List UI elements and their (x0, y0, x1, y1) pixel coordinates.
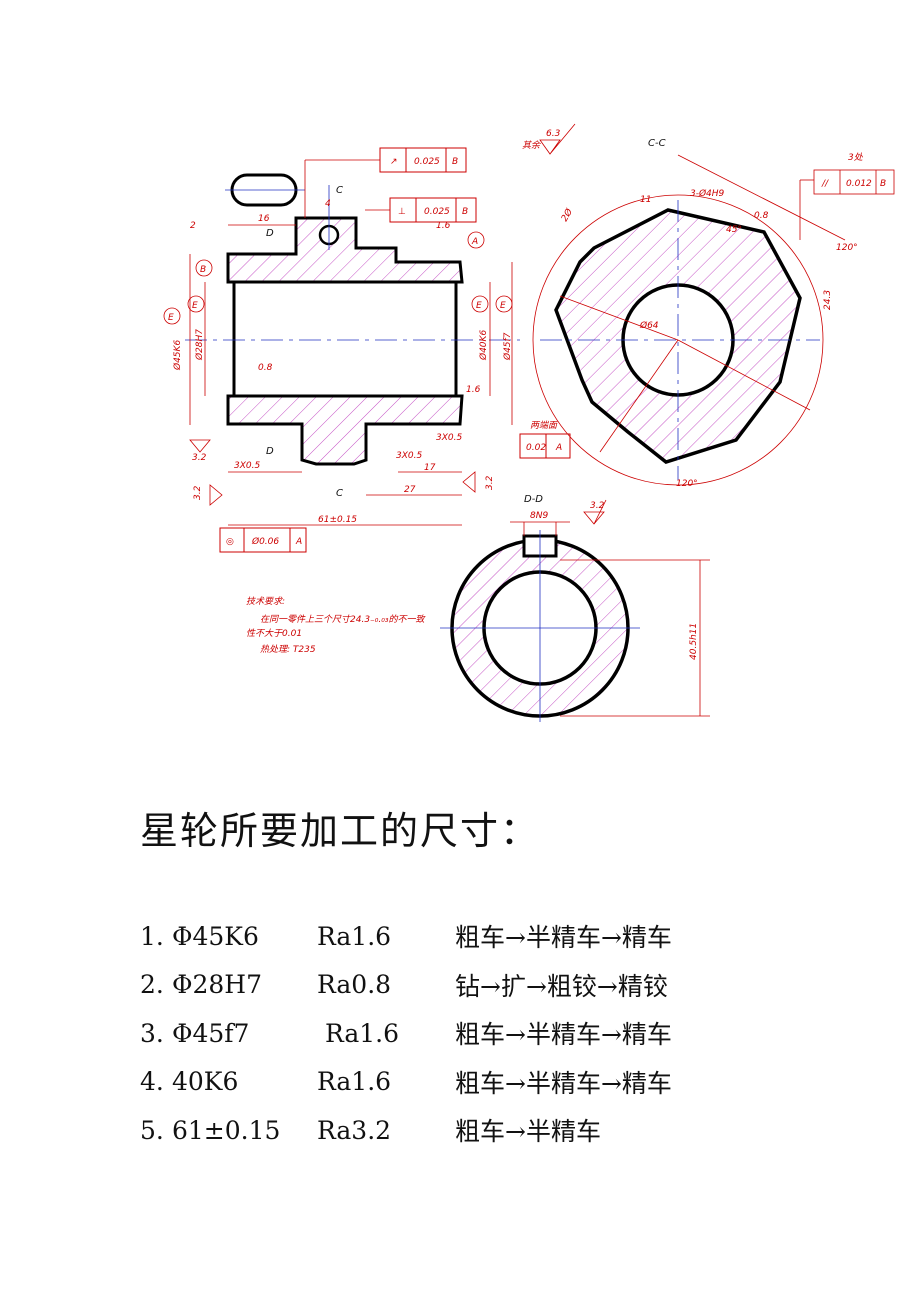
tf-3-value: 0.012 (846, 179, 872, 189)
tech-req-title: 技术要求: (246, 596, 285, 607)
section-c-c-label: C-C (648, 138, 666, 149)
section-d-d: D-D 8N9 40.5h11 3.2 (440, 494, 710, 722)
page-heading: 星轮所要加工的尺寸： (140, 809, 541, 853)
spec-process: 粗车→半精车→精车 (455, 1020, 672, 1050)
tf-1-datum: B (452, 157, 458, 167)
tf-2-datum: B (462, 207, 468, 217)
spec-num: 2. (140, 970, 164, 1000)
rough-rest-label: 其余 (522, 140, 541, 151)
spec-roughness: Ra3.2 (317, 1115, 392, 1145)
technical-requirements: 技术要求: 在同一零件上三个尺寸24.3₋₀.₀₃的不一致 性不大于0.01 热… (246, 596, 426, 655)
dim-d64: Ø64 (639, 320, 659, 331)
datum-e-1: E (168, 313, 174, 323)
spec-row: 1. Φ45K6 Ra1.6 粗车→半精车→精车 (140, 912, 672, 961)
spec-dimension: Φ28H7 (172, 970, 263, 1000)
dim-2d: 2Ø (559, 206, 575, 223)
spec-roughness: Ra0.8 (317, 970, 392, 1000)
spec-dimension: Φ45f7 (172, 1018, 250, 1048)
dim-4: 4 (325, 199, 331, 209)
dim-120-b: 120° (676, 479, 698, 489)
tf-3-datum: B (880, 179, 886, 189)
spec-process: 粗车→半精车→精车 (455, 923, 672, 953)
tech-req-line-1: 在同一零件上三个尺寸24.3₋₀.₀₃的不一致 (260, 614, 426, 625)
spec-process: 钻→扩→粗铰→精铰 (455, 971, 668, 1001)
dim-d45k6: Ø45K6 (172, 340, 183, 371)
spec-num: 4. (140, 1067, 164, 1097)
dim-0-8-c: 0.8 (754, 211, 769, 221)
spec-num: 1. (140, 921, 164, 951)
dim-24-3: 24.3 (823, 290, 833, 310)
cut-mark-c-bottom: C (336, 488, 343, 499)
datum-b: B (200, 265, 206, 275)
dim-3x05-c: 3X0.5 (234, 461, 260, 471)
end-face-label: 两端面 (530, 420, 559, 431)
dim-17: 17 (424, 463, 436, 473)
dim-16: 16 (258, 214, 270, 224)
spec-dimension: 61±0.15 (172, 1115, 281, 1145)
tf-2-symbol: ⊥ (398, 207, 406, 217)
dim-40-5h11: 40.5h11 (689, 623, 699, 660)
dim-120-a: 120° (836, 243, 858, 253)
tf-5-value: Ø0.06 (251, 536, 279, 547)
three-places: 3处 (848, 152, 864, 163)
spec-row: 4. 40K6 Ra1.6 粗车→半精车→精车 (140, 1058, 672, 1107)
spec-row: 3. Φ45f7 Ra1.6 粗车→半精车→精车 (140, 1009, 672, 1058)
rough-3-2-d: 3.2 (590, 501, 605, 511)
datum-e-3: E (476, 301, 482, 311)
tf-4-value: 0.02 (526, 443, 546, 453)
spec-roughness: Ra1.6 (317, 921, 392, 951)
dim-61: 61±0.15 (318, 515, 357, 525)
spec-dimension: Φ45K6 (172, 921, 259, 951)
dim-11: 11 (640, 195, 651, 205)
dim-1-6-right: 1.6 (466, 385, 481, 395)
tf-1-value: 0.025 (414, 157, 440, 167)
spec-list: 1. Φ45K6 Ra1.6 粗车→半精车→精车 2. Φ28H7 Ra0.8 … (140, 912, 672, 1155)
tf-2-value: 0.025 (424, 207, 450, 217)
datum-e-4: E (500, 301, 506, 311)
dim-3x05-a: 3X0.5 (436, 433, 462, 443)
engineering-drawing: ↗ 0.025 B ⊥ 0.025 B 0.02 A ◎ Ø0.06 A 16 … (163, 123, 895, 722)
spec-row: 5. 61±0.15 Ra3.2 粗车→半精车 (140, 1106, 672, 1155)
dim-8n9: 8N9 (530, 511, 548, 521)
dim-27: 27 (404, 485, 416, 495)
tf-1-symbol: ↗ (390, 157, 398, 167)
dim-d40k6: Ø40K6 (478, 330, 489, 361)
dim-1-6-top: 1.6 (436, 221, 451, 231)
spec-row: 2. Φ28H7 Ra0.8 钻→扩→粗铰→精铰 (140, 961, 672, 1010)
rough-3-2-b: 3.2 (193, 485, 203, 500)
tech-req-line-3: 热处理: T235 (260, 644, 316, 655)
spec-process: 粗车→半精车→精车 (455, 1068, 672, 1098)
tf-4-datum: A (555, 443, 562, 453)
cut-mark-d-bottom: D (266, 446, 274, 457)
dim-3x05-b: 3X0.5 (396, 451, 422, 461)
spec-roughness: Ra1.6 (317, 1018, 400, 1048)
spec-process: 粗车→半精车 (455, 1117, 601, 1147)
rough-6-3: 6.3 (546, 129, 561, 139)
dim-45deg: 45° (726, 225, 742, 235)
cut-mark-c-top: C (336, 185, 343, 196)
cut-mark-d-top: D (266, 228, 274, 239)
dim-d28h7: Ø28H7 (194, 329, 205, 361)
dim-2: 2 (190, 221, 196, 231)
tf-3-symbol: // (821, 179, 829, 189)
longitudinal-section: ↗ 0.025 B ⊥ 0.025 B 0.02 A ◎ Ø0.06 A 16 … (163, 147, 571, 553)
datum-a: A (471, 237, 478, 247)
spec-dimension: 40K6 (172, 1067, 239, 1097)
section-d-d-label: D-D (524, 494, 543, 505)
tech-req-line-2: 性不大于0.01 (246, 628, 302, 639)
rough-3-2-c: 3.2 (485, 475, 495, 490)
spec-roughness: Ra1.6 (317, 1067, 392, 1097)
spec-num: 3. (140, 1018, 164, 1048)
dim-0-8: 0.8 (258, 363, 273, 373)
dim-3-d4h9: 3-Ø4H9 (690, 188, 725, 199)
section-c-c: C-C // 0.012 B 3处 11 3-Ø4H9 45° 0.8 2Ø Ø… (522, 123, 895, 489)
dim-d45f7: Ø45f7 (502, 332, 513, 361)
tf-5-datum: A (295, 537, 302, 547)
spec-num: 5. (140, 1115, 164, 1145)
tf-5-symbol: ◎ (226, 537, 234, 547)
datum-e-2: E (192, 301, 198, 311)
rough-3-2-a: 3.2 (192, 453, 207, 463)
